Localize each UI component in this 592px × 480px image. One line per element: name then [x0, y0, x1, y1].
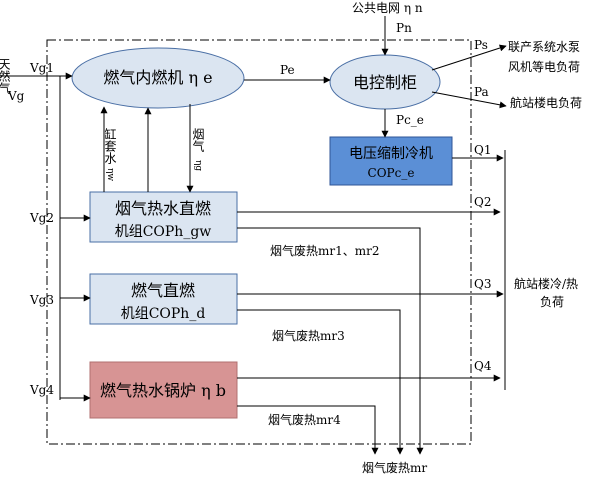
flue-gas-label: 烟气 — [191, 128, 205, 152]
jacket-water-symbol: ηw — [105, 168, 115, 181]
vg2-label: Vg2 — [29, 211, 54, 225]
pump-load-line2: 风机等电负荷 — [508, 60, 580, 74]
waste-total-label: 烟气废热mr — [362, 460, 427, 475]
vg3-label: Vg3 — [29, 293, 54, 307]
natural-gas-label: 天然气 — [0, 58, 11, 94]
ps-arrow — [431, 44, 507, 71]
gas-engine-label: 燃气内燃机 η e — [103, 68, 212, 87]
boiler-label: 燃气热水锅炉 η b — [100, 381, 226, 400]
pump-load-line1: 联产系统水泵 — [508, 40, 580, 54]
waste-mr4-label: 烟气废热mr4 — [268, 412, 341, 427]
flue-hot-water-unit-node — [89, 191, 238, 243]
pce-label: Pc_e — [396, 113, 424, 127]
q1-label: Q1 — [474, 143, 491, 157]
waste-mr12-line — [237, 227, 424, 455]
flue-unit-line2: 机组COPh_gw — [115, 224, 212, 240]
pn-label: Pn — [396, 21, 412, 35]
flue-gas-symbol: ηg — [193, 160, 203, 171]
control-cabinet-label: 电控制柜 — [353, 73, 417, 92]
direct-unit-line2: 机组COPh_d — [121, 306, 206, 322]
grid-label: 公共电网 η n — [352, 1, 423, 15]
pe-label: Pe — [280, 63, 295, 77]
gas-direct-unit-node — [89, 273, 238, 325]
chiller-line2: COPc_e — [368, 166, 415, 180]
q3-label: Q3 — [474, 277, 491, 291]
vg4-label: Vg4 — [29, 383, 54, 397]
terminal-elec-label: 航站楼电负荷 — [510, 95, 582, 110]
direct-unit-line1: 燃气直燃 — [131, 281, 195, 300]
gas-boiler-node — [89, 361, 238, 419]
jacket-water-label: 缸套水 — [103, 127, 117, 164]
pa-label: Pa — [474, 85, 489, 99]
terminal-cool-line1: 航站楼冷/热 — [514, 276, 578, 291]
system-boundary — [46, 39, 472, 445]
electric-chiller-node — [329, 136, 453, 186]
terminal-cool-line2: 负荷 — [540, 295, 564, 309]
vg1-label: Vg1 — [29, 61, 54, 75]
ps-label: Ps — [474, 38, 488, 52]
waste-mr12-label: 烟气废热mr1、mr2 — [270, 243, 380, 258]
chiller-line1: 电压缩制冷机 — [349, 146, 433, 162]
waste-mr4-line — [237, 405, 379, 455]
q4-label: Q4 — [474, 359, 492, 373]
pa-arrow — [431, 91, 507, 109]
waste-mr3-line — [237, 309, 404, 455]
flue-unit-line1: 烟气热水直燃 — [115, 199, 211, 218]
vg-symbol-label: Vg — [7, 89, 25, 103]
waste-mr3-label: 烟气废热mr3 — [272, 328, 345, 343]
q2-label: Q2 — [474, 195, 491, 209]
